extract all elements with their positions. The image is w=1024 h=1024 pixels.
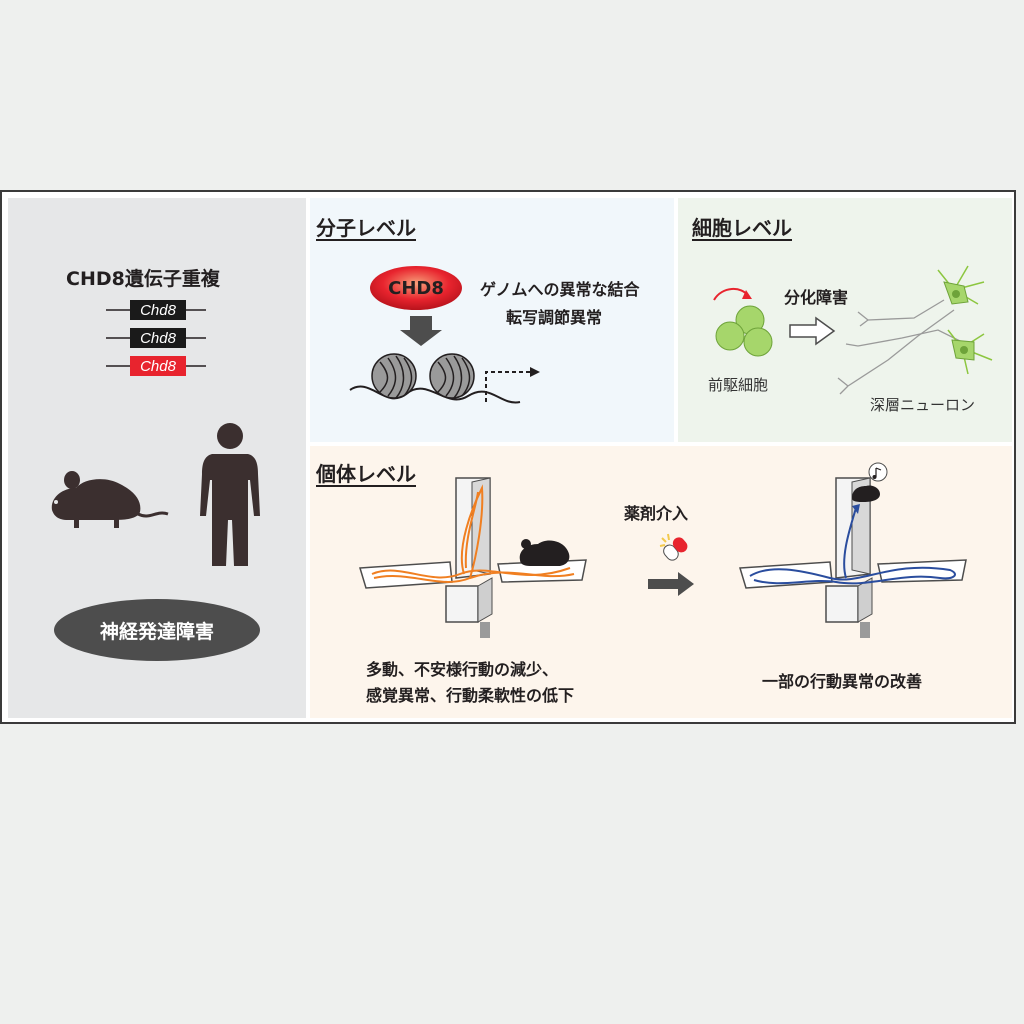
gene-label-1: Chd8 <box>140 302 177 319</box>
disorder-label: 神経発達障害 <box>99 621 214 643</box>
hollow-arrow-icon <box>789 316 836 346</box>
panel-duplication: CHD8遺伝子重複 Chd8 Chd8 Chd8 <box>8 198 306 718</box>
gene-label-2: Chd8 <box>140 330 177 347</box>
deep-layer-neurons <box>837 265 993 395</box>
panel-cellular: 細胞レベル 分化障害 <box>678 198 1012 442</box>
nucleosome-diagram <box>349 316 540 404</box>
gene-copy-3: Chd8 <box>106 356 206 376</box>
down-arrow-icon <box>400 316 442 346</box>
plus-maze-after <box>739 477 967 638</box>
chd8-protein <box>370 266 462 310</box>
figure-frame: CHD8遺伝子重複 Chd8 Chd8 Chd8 <box>0 190 1016 724</box>
nucleosome-1 <box>371 353 417 399</box>
maze-after <box>739 462 967 638</box>
maze-before <box>359 477 587 638</box>
mouse-silhouette-icon <box>51 471 169 528</box>
neuron-label: 深層ニューロン <box>870 396 976 414</box>
drug-capsule-icon <box>659 533 688 561</box>
progenitor-label: 前駆細胞 <box>708 376 769 394</box>
music-note-icon <box>868 462 888 482</box>
transcription-arrow <box>485 371 530 402</box>
progenitor-cells <box>713 288 773 357</box>
panel-individual: 個体レベル 薬剤 <box>310 446 1012 718</box>
drug-label: 薬剤介入 <box>624 504 689 523</box>
duplication-title: CHD8遺伝子重複 <box>66 268 220 290</box>
gene-label-3: Chd8 <box>140 358 177 375</box>
plus-maze-before <box>359 477 587 638</box>
mouse-icon <box>852 485 880 502</box>
differentiation-label: 分化障害 <box>784 288 849 307</box>
molecular-line-2: 転写調節異常 <box>506 308 603 327</box>
chd8-protein-label: CHD8 <box>388 278 444 299</box>
before-result-line-2: 感覚異常、行動柔軟性の低下 <box>366 686 575 705</box>
molecular-line-1: ゲノムへの異常な結合 <box>480 280 640 299</box>
individual-heading: 個体レベル <box>316 462 416 486</box>
mouse-icon <box>519 540 570 566</box>
panel-molecular: 分子レベル CHD8 ゲノムへの異常な結合 転写調節異常 <box>310 198 674 442</box>
nucleosome-2 <box>429 353 475 399</box>
right-arrow-icon <box>648 572 694 596</box>
human-silhouette-icon <box>200 423 260 566</box>
cellular-heading: 細胞レベル <box>692 216 792 240</box>
molecular-heading: 分子レベル <box>316 216 416 240</box>
gene-copy-1: Chd8 <box>106 300 206 320</box>
before-result-line-1: 多動、不安様行動の減少、 <box>366 660 559 679</box>
after-result: 一部の行動異常の改善 <box>762 672 923 691</box>
gene-copy-2: Chd8 <box>106 328 206 348</box>
disorder-ellipse <box>54 599 260 661</box>
gene-copies: Chd8 Chd8 Chd8 <box>106 300 206 376</box>
